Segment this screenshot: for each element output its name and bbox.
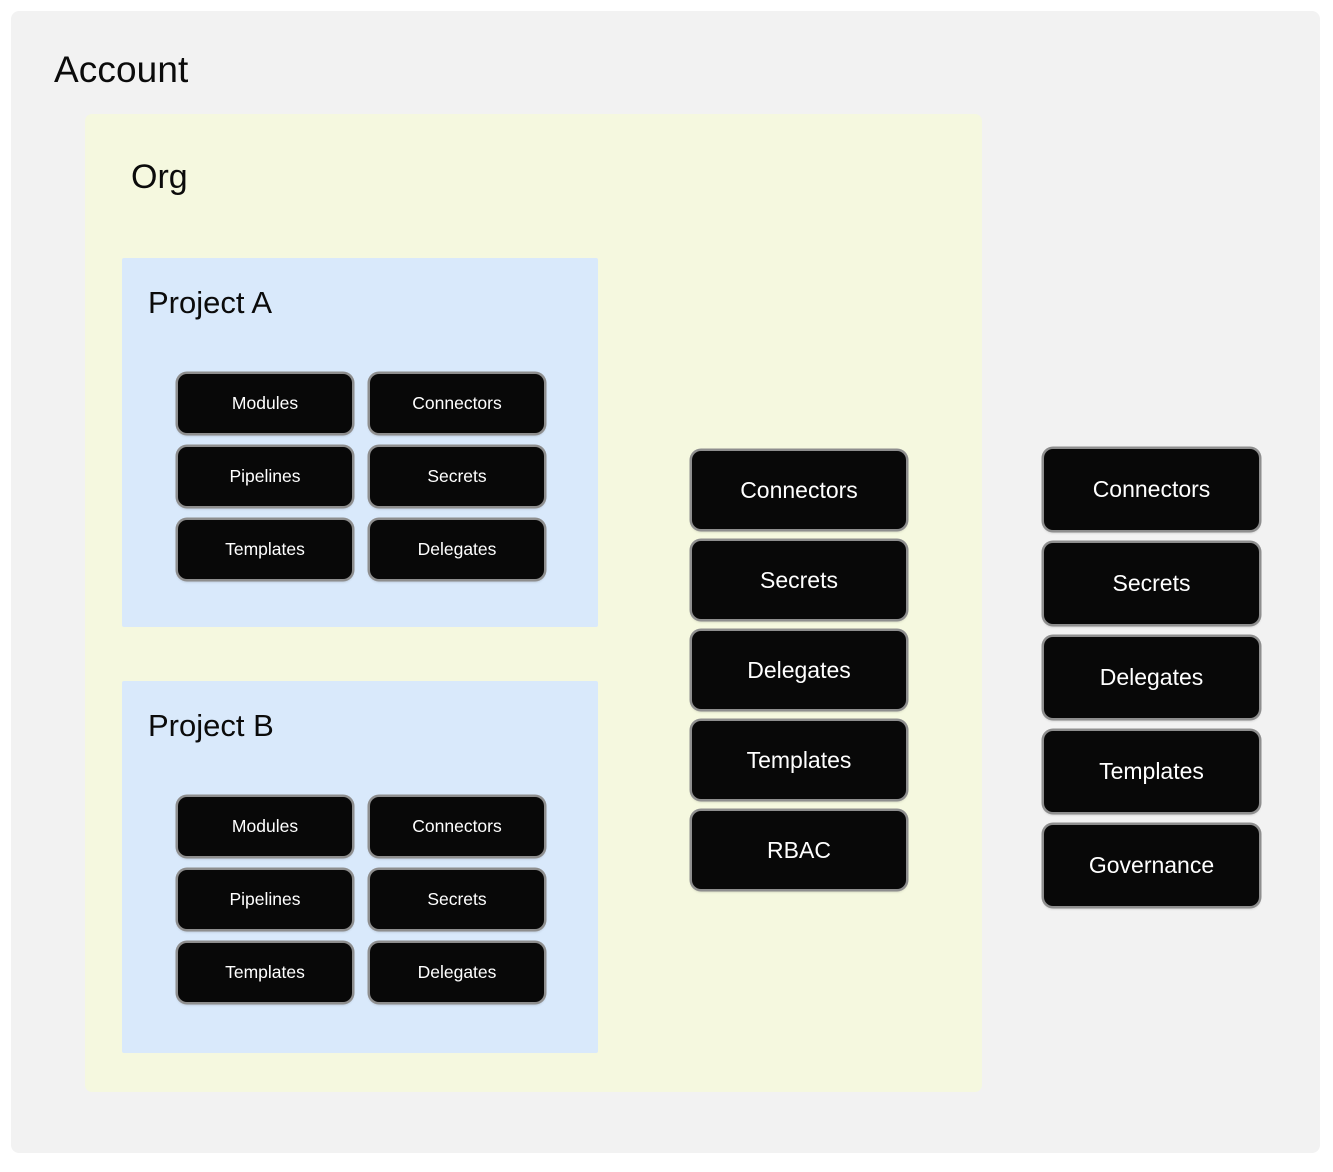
project-panel-b: Project B Modules Connectors Pipelines S… [122, 681, 598, 1053]
resource-chip-templates[interactable]: Templates [178, 943, 352, 1002]
resource-chip-connectors[interactable]: Connectors [370, 797, 544, 856]
account-resource-chip-governance[interactable]: Governance [1044, 825, 1259, 906]
resource-chip-modules[interactable]: Modules [178, 374, 352, 433]
project-title: Project B [148, 708, 274, 743]
project-resource-grid: Modules Connectors Pipelines Secrets Tem… [178, 797, 544, 1002]
account-resource-chip-delegates[interactable]: Delegates [1044, 637, 1259, 718]
org-title: Org [131, 158, 188, 196]
project-panel-a: Project A Modules Connectors Pipelines S… [122, 258, 598, 627]
account-scope-panel: Account Org Project A Modules Connectors… [11, 11, 1320, 1153]
account-title: Account [54, 49, 189, 90]
project-title: Project A [148, 285, 273, 320]
resource-chip-delegates[interactable]: Delegates [370, 943, 544, 1002]
resource-chip-secrets[interactable]: Secrets [370, 870, 544, 929]
account-resource-chip-secrets[interactable]: Secrets [1044, 543, 1259, 624]
org-resource-column: Connectors Secrets Delegates Templates R… [692, 451, 906, 889]
account-resource-chip-templates[interactable]: Templates [1044, 731, 1259, 812]
org-resource-chip-rbac[interactable]: RBAC [692, 811, 906, 889]
org-resource-chip-secrets[interactable]: Secrets [692, 541, 906, 619]
org-resource-chip-connectors[interactable]: Connectors [692, 451, 906, 529]
org-resource-chip-delegates[interactable]: Delegates [692, 631, 906, 709]
resource-chip-modules[interactable]: Modules [178, 797, 352, 856]
resource-chip-pipelines[interactable]: Pipelines [178, 447, 352, 506]
resource-chip-secrets[interactable]: Secrets [370, 447, 544, 506]
project-resource-grid: Modules Connectors Pipelines Secrets Tem… [178, 374, 544, 579]
resource-chip-delegates[interactable]: Delegates [370, 520, 544, 579]
org-resource-chip-templates[interactable]: Templates [692, 721, 906, 799]
account-resource-chip-connectors[interactable]: Connectors [1044, 449, 1259, 530]
account-resource-column: Connectors Secrets Delegates Templates G… [1044, 449, 1259, 906]
resource-chip-connectors[interactable]: Connectors [370, 374, 544, 433]
resource-chip-pipelines[interactable]: Pipelines [178, 870, 352, 929]
resource-chip-templates[interactable]: Templates [178, 520, 352, 579]
